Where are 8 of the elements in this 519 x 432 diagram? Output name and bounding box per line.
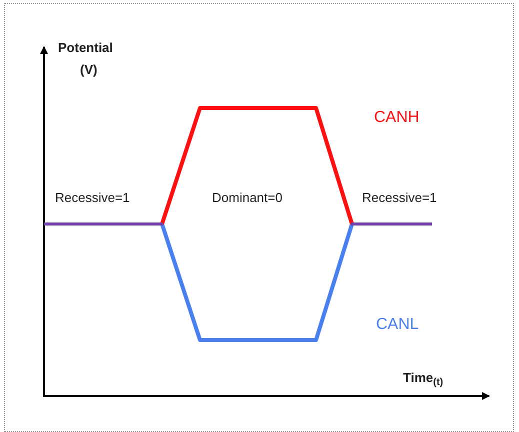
signal-label: CANH <box>374 109 420 127</box>
axis-title: Potential <box>58 40 113 55</box>
state-label: Dominant=0 <box>212 190 282 205</box>
state-label: Recessive=1 <box>55 190 130 205</box>
axis-title: Time$_{(t)}$ <box>403 370 444 388</box>
signal-label: CANL <box>376 316 419 334</box>
axis-unit: (V) <box>80 62 98 77</box>
state-label: Recessive=1 <box>362 190 437 205</box>
